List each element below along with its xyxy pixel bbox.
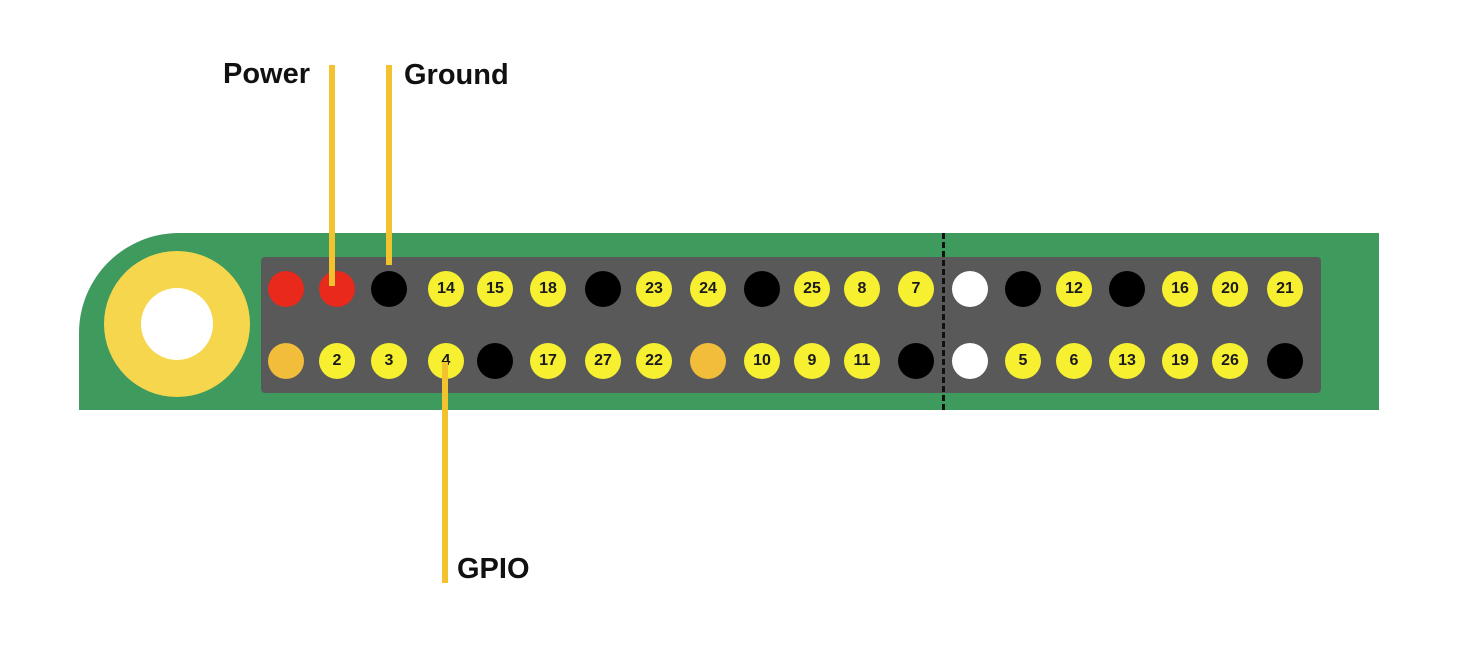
mounting-hole (104, 251, 250, 397)
pin-gpio-5: 5 (1005, 343, 1041, 379)
pin-gpio-8: 8 (844, 271, 880, 307)
pin-gpio-26: 26 (1212, 343, 1248, 379)
pin-ground (585, 271, 621, 307)
gpio-header (261, 257, 1321, 393)
pin-other-power (690, 343, 726, 379)
pin-gpio-23: 23 (636, 271, 672, 307)
header-divider-line (942, 233, 945, 410)
pin-gpio-9: 9 (794, 343, 830, 379)
pin-gpio-10: 10 (744, 343, 780, 379)
pin-gpio-21: 21 (1267, 271, 1303, 307)
pin-gpio-7: 7 (898, 271, 934, 307)
power-callout-line (329, 65, 335, 286)
mounting-hole-center (141, 288, 213, 360)
pin-gpio-16: 16 (1162, 271, 1198, 307)
pin-ground (1267, 343, 1303, 379)
pin-gpio-20: 20 (1212, 271, 1248, 307)
pin-gpio-14: 14 (428, 271, 464, 307)
pin-gpio-19: 19 (1162, 343, 1198, 379)
pin-gpio-3: 3 (371, 343, 407, 379)
ground-callout-line (386, 65, 392, 265)
pin-gpio-11: 11 (844, 343, 880, 379)
pin-gpio-24: 24 (690, 271, 726, 307)
ground-label: Ground (404, 59, 509, 91)
pin-ground (744, 271, 780, 307)
gpio-callout-line (442, 362, 448, 583)
pin-gpio-15: 15 (477, 271, 513, 307)
pin-power (268, 271, 304, 307)
power-label: Power (223, 58, 311, 90)
pin-gpio-18: 18 (530, 271, 566, 307)
pin-gpio-2: 2 (319, 343, 355, 379)
pin-ground (1109, 271, 1145, 307)
pin-gpio-13: 13 (1109, 343, 1145, 379)
pin-ground (477, 343, 513, 379)
pin-ground (371, 271, 407, 307)
pin-gpio-27: 27 (585, 343, 621, 379)
pin-ground (898, 343, 934, 379)
gpio-label: GPIO (457, 553, 530, 585)
pin-power (319, 271, 355, 307)
pin-gpio-6: 6 (1056, 343, 1092, 379)
pin-white (952, 343, 988, 379)
pin-gpio-25: 25 (794, 271, 830, 307)
pin-gpio-17: 17 (530, 343, 566, 379)
pin-other-power (268, 343, 304, 379)
pin-gpio-12: 12 (1056, 271, 1092, 307)
pin-ground (1005, 271, 1041, 307)
pin-gpio-22: 22 (636, 343, 672, 379)
pin-white (952, 271, 988, 307)
